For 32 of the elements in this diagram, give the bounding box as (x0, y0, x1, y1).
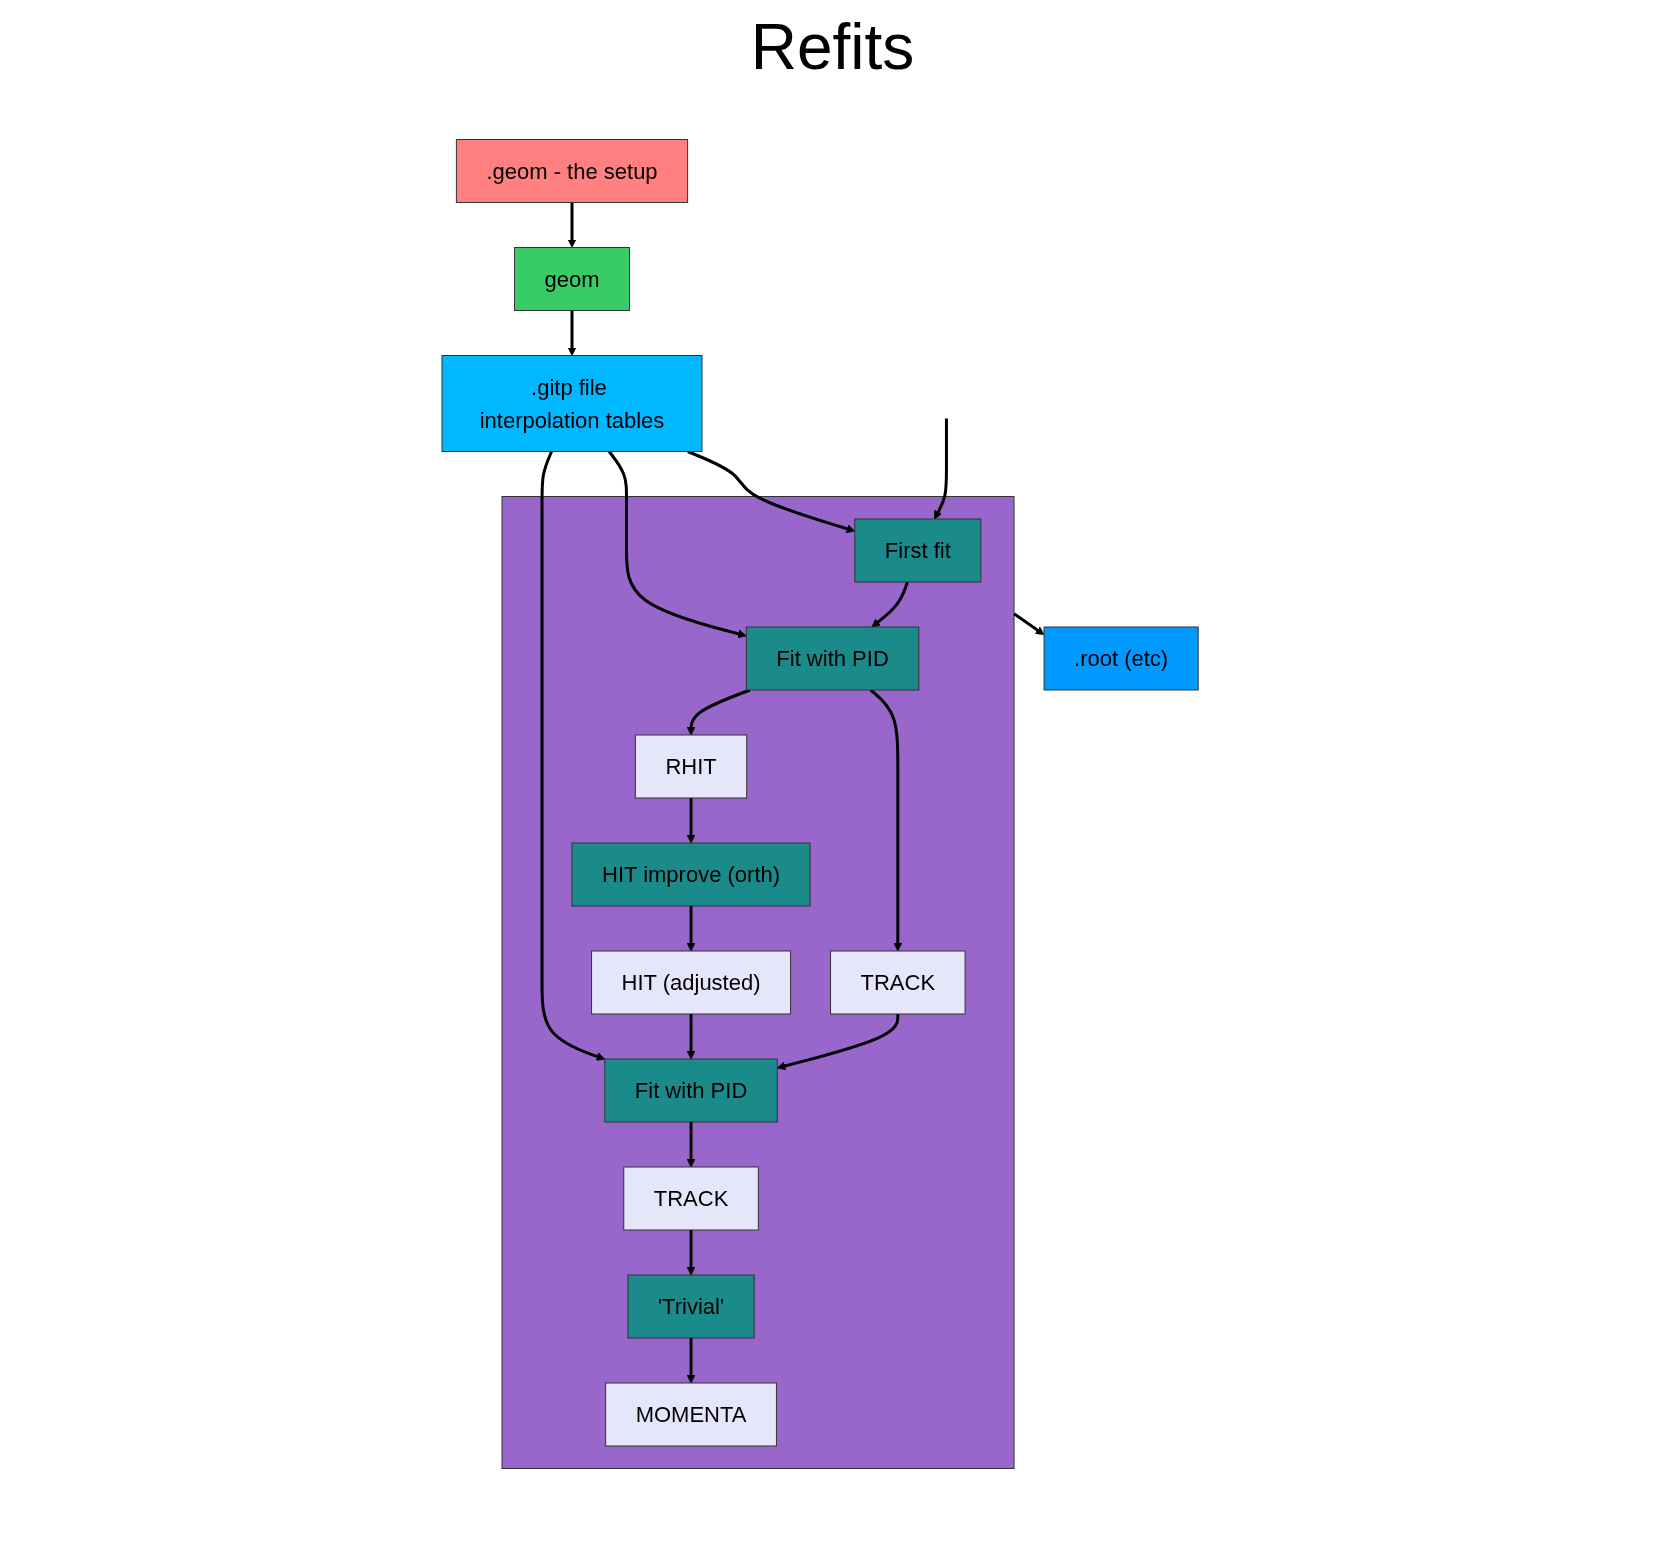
node-box: TRACK (829, 950, 966, 1015)
arrow (686, 1230, 696, 1276)
arrow (1013, 612, 1045, 636)
arrow (776, 1014, 900, 1071)
cluster (501, 496, 1015, 1469)
arrow (686, 688, 751, 736)
arrow (871, 581, 909, 628)
node-box: .root (etc) (1043, 626, 1199, 691)
node-box: Fit with PID (745, 626, 920, 691)
node-box: .geom - the setup (455, 139, 688, 203)
node-box: 'Trivial' (627, 1274, 755, 1339)
node-box: geom (513, 247, 630, 311)
arrow (687, 450, 856, 533)
arrow (567, 310, 577, 356)
arrow (567, 202, 577, 248)
arrow (934, 418, 948, 520)
diagram-title: Refits (749, 10, 916, 84)
node-box: .gitp file interpolation tables (441, 355, 703, 452)
arrow (686, 1338, 696, 1384)
node-box: MOMENTA (605, 1382, 777, 1447)
arrow (540, 450, 606, 1061)
node-box: HIT improve (orth) (571, 842, 811, 907)
arrow (686, 798, 696, 844)
arrow (686, 1014, 696, 1060)
node-box: HIT (adjusted) (590, 950, 791, 1015)
arrow (686, 906, 696, 952)
arrow (686, 1122, 696, 1168)
node-box: First fit (854, 518, 982, 583)
node-box: TRACK (623, 1166, 759, 1231)
node-box: Fit with PID (604, 1058, 778, 1123)
node-box: RHIT (634, 734, 748, 799)
arrow (607, 450, 747, 639)
